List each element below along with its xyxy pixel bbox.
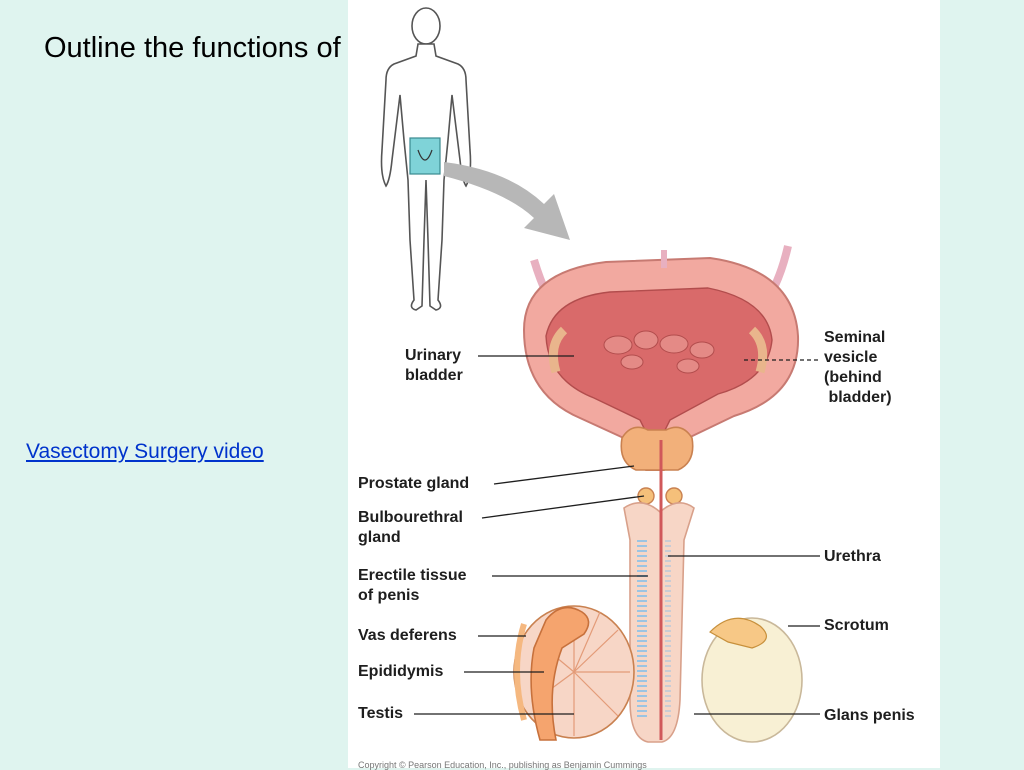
vasectomy-video-link[interactable]: Vasectomy Surgery video bbox=[26, 440, 264, 463]
label-seminal-vesicle: Seminal vesicle (behind bladder) bbox=[824, 329, 892, 406]
label-epididymis: Epididymis bbox=[358, 663, 444, 680]
prostate-gland-shape bbox=[620, 426, 694, 471]
scrotum-shape bbox=[701, 617, 803, 743]
body-outline-figure bbox=[380, 7, 472, 311]
label-erectile-tissue: Erectile tissue of penis bbox=[358, 567, 467, 604]
pelvic-highlight-box bbox=[409, 137, 441, 175]
penis-shape bbox=[623, 502, 695, 743]
label-glans-penis: Glans penis bbox=[824, 707, 915, 724]
label-urinary-bladder: Urinary bladder bbox=[405, 347, 463, 384]
zoom-arrow bbox=[444, 162, 570, 240]
male-reproductive-diagram: Urinary bladder Seminal vesicle (behind … bbox=[348, 0, 940, 770]
label-scrotum: Scrotum bbox=[824, 617, 889, 634]
epididymis-shape bbox=[530, 606, 590, 741]
label-vas-deferens: Vas deferens bbox=[358, 627, 457, 644]
diagram-artwork bbox=[380, 7, 820, 743]
label-urethra: Urethra bbox=[824, 548, 881, 565]
label-bulbourethral-gland: Bulbourethral gland bbox=[358, 509, 463, 546]
copyright-notice: Copyright © Pearson Education, Inc., pub… bbox=[358, 760, 647, 770]
label-testis: Testis bbox=[358, 705, 404, 722]
label-prostate-gland: Prostate gland bbox=[358, 475, 470, 492]
